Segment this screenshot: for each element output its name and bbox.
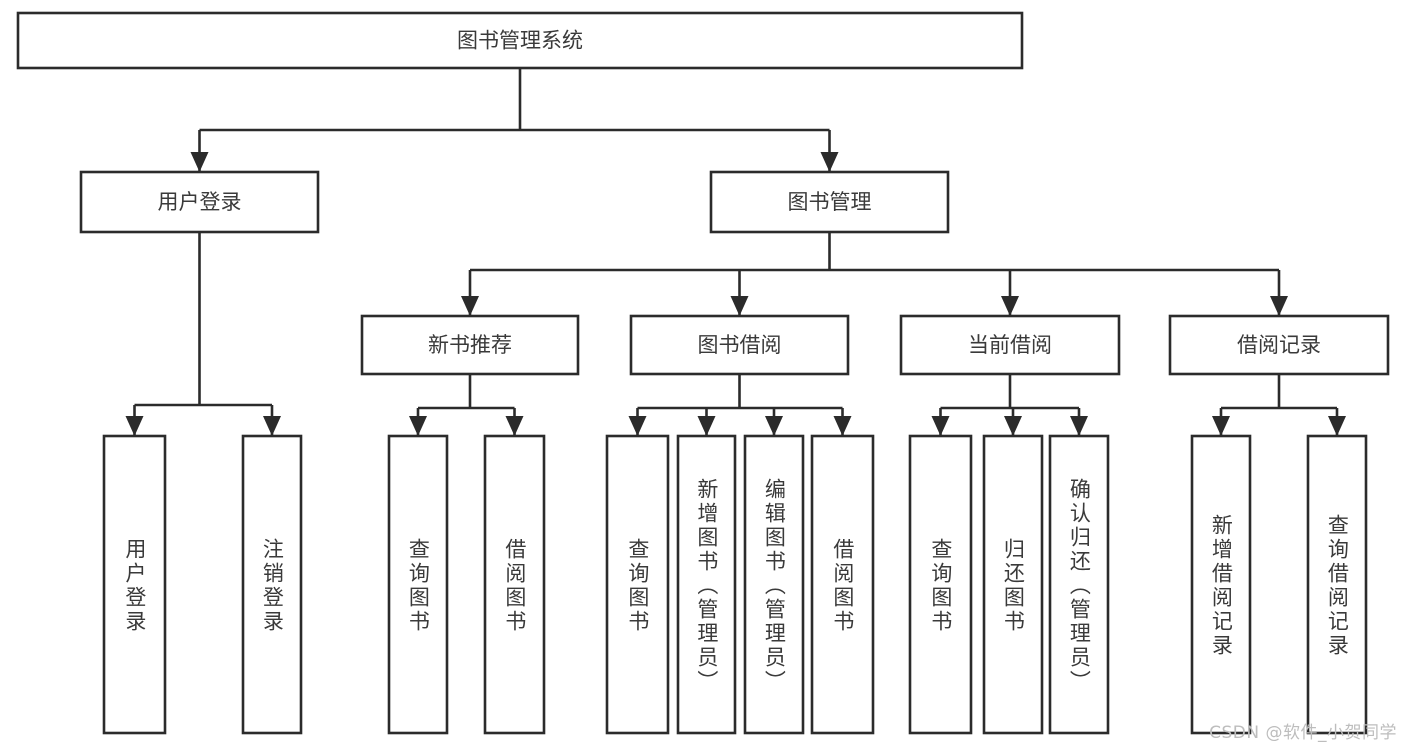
node-book-manage-box[interactable]: [709, 170, 950, 234]
node-leaf-edit-book-admin-box[interactable]: [743, 434, 805, 735]
node-leaf-user-login-box[interactable]: [102, 434, 167, 735]
arrow-head-icon: [409, 416, 427, 436]
node-leaf-confirm-return-box[interactable]: [1048, 434, 1110, 735]
arrow-head-icon: [461, 296, 479, 316]
node-root-label: 图书管理系统: [457, 29, 583, 53]
arrow-head-icon: [125, 416, 144, 436]
arrow-head-icon: [931, 416, 950, 436]
node-new-book-recommend-box[interactable]: [360, 314, 580, 376]
node-book-borrow-label: 图书借阅: [698, 333, 782, 357]
node-leaf-return-book-box[interactable]: [982, 434, 1044, 735]
arrow-head-icon: [1004, 416, 1022, 436]
node-user-login-label: 用户登录: [158, 190, 242, 214]
arrow-head-icon: [1212, 416, 1230, 436]
node-root-box[interactable]: [16, 11, 1024, 70]
arrow-head-icon: [833, 416, 852, 436]
arrow-head-icon: [1270, 296, 1288, 316]
node-borrow-record-box[interactable]: [1168, 314, 1390, 376]
arrow-head-icon: [1070, 416, 1088, 436]
arrow-head-icon: [505, 416, 524, 436]
node-leaf-query-record-box[interactable]: [1306, 434, 1368, 735]
arrow-head-icon: [765, 416, 783, 436]
node-current-borrow-label: 当前借阅: [968, 333, 1052, 357]
arrow-head-icon: [730, 296, 749, 316]
node-leaf-query-book-1-box[interactable]: [387, 434, 449, 735]
connector-layer: [125, 68, 1346, 436]
arrow-head-icon: [1001, 296, 1019, 316]
arrow-head-icon: [697, 416, 716, 436]
node-leaf-query-book-2-box[interactable]: [605, 434, 670, 735]
node-leaf-borrow-book-1-box[interactable]: [483, 434, 546, 735]
node-borrow-record-label: 借阅记录: [1237, 333, 1321, 357]
node-new-book-recommend-label: 新书推荐: [428, 333, 512, 357]
arrow-head-icon: [628, 416, 647, 436]
arrow-head-icon: [263, 416, 281, 436]
node-leaf-logout-login-box[interactable]: [241, 434, 303, 735]
node-book-borrow-box[interactable]: [629, 314, 850, 376]
node-current-borrow-box[interactable]: [899, 314, 1121, 376]
node-leaf-add-record-box[interactable]: [1190, 434, 1252, 735]
node-box-layer: [16, 11, 1390, 735]
arrow-head-icon: [1328, 416, 1346, 436]
arrow-head-icon: [820, 152, 839, 172]
node-book-manage-label: 图书管理: [788, 190, 872, 214]
arrow-head-icon: [190, 152, 209, 172]
node-user-login-box[interactable]: [79, 170, 320, 234]
node-leaf-add-book-admin-box[interactable]: [676, 434, 737, 735]
node-leaf-borrow-book-2-box[interactable]: [810, 434, 875, 735]
node-leaf-query-book-3-box[interactable]: [908, 434, 973, 735]
